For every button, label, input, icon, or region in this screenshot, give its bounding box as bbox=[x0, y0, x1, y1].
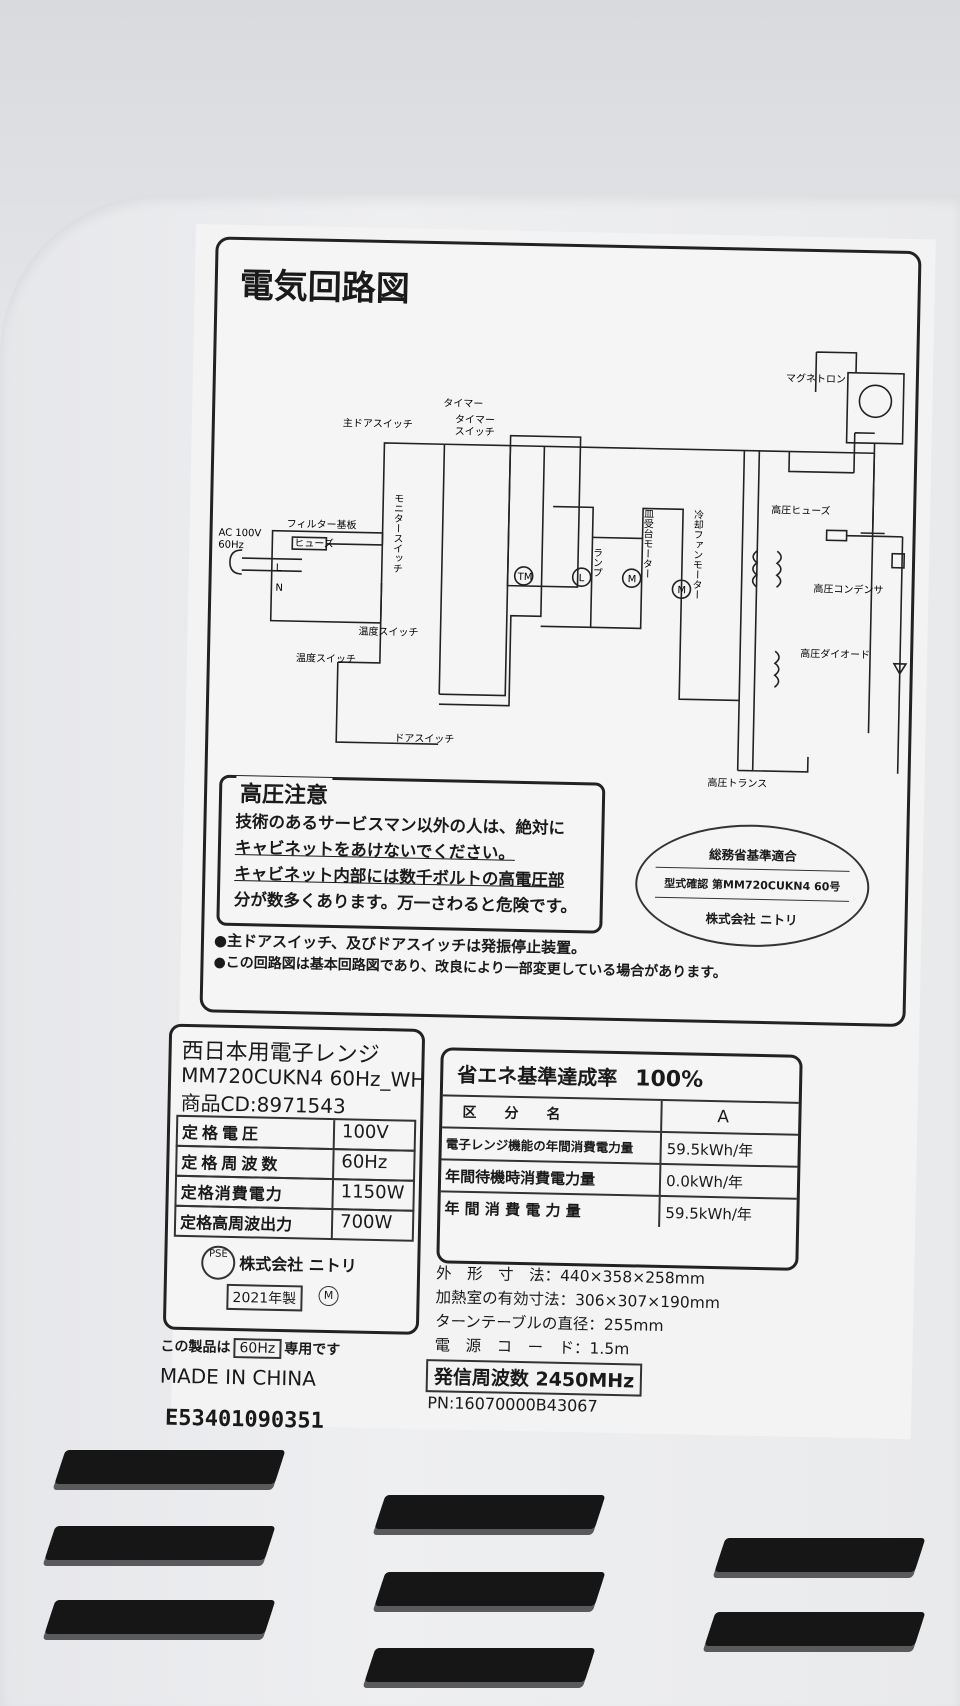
made-in-label: MADE IN CHINA bbox=[159, 1363, 317, 1391]
energy-key: 区 分 名 bbox=[462, 1104, 561, 1123]
stamp-line-1: 総務省基準適合 bbox=[708, 846, 797, 864]
hv-fuse-label: 高圧ヒューズ bbox=[771, 503, 831, 517]
door-switch-label: ドアスイッチ bbox=[394, 732, 454, 745]
vent-slot bbox=[54, 1450, 286, 1484]
energy-key: 年 間 消 費 電 力 量 bbox=[444, 1199, 581, 1221]
motor-symbol-label-2: M bbox=[677, 585, 686, 596]
energy-title: 省エネ基準達成率 100% bbox=[457, 1059, 704, 1093]
vent-slot bbox=[374, 1572, 606, 1606]
warning-title: 高圧注意 bbox=[235, 775, 333, 810]
spec-value: 700W bbox=[339, 1211, 393, 1234]
monitor-switch-label: モニタースイッチ bbox=[390, 493, 404, 573]
lamp-label: ランプ bbox=[590, 547, 602, 577]
warning-line-2: キャビネットをあけないでください。 bbox=[234, 837, 516, 863]
spec-key: 定格周波数 bbox=[181, 1152, 282, 1174]
stamp-line-2: 型式確認 第MM720CUKN4 60号 bbox=[664, 876, 841, 894]
motor-symbol-label-1: M bbox=[628, 574, 637, 585]
filter-label: フィルター基板 bbox=[287, 517, 357, 531]
stamp-line-3: 株式会社 ニトリ bbox=[705, 910, 798, 928]
energy-row-total: 年 間 消 費 電 力 量 59.5kWh/年 bbox=[440, 1190, 797, 1230]
hz-label: 60Hz bbox=[218, 540, 244, 552]
vent-slot bbox=[44, 1526, 276, 1560]
spec-key: 定格電圧 bbox=[181, 1122, 263, 1144]
l-label: L bbox=[276, 563, 282, 574]
main-door-switch-label: 主ドアスイッチ bbox=[343, 417, 413, 430]
fan-motor-label: 冷却ファンモーター bbox=[690, 508, 704, 599]
energy-value: A bbox=[717, 1107, 730, 1128]
manufacture-year: 2021年製 bbox=[226, 1283, 303, 1312]
spec-value: 100V bbox=[341, 1121, 389, 1144]
rating-label: 電気回路図 bbox=[160, 224, 936, 1440]
turntable-motor-label: 皿受台モーター bbox=[640, 508, 653, 578]
tm-label: TM bbox=[517, 572, 533, 583]
oscillation-frequency: 発信周波数 2450MHz bbox=[425, 1359, 643, 1397]
energy-key: 年間待機時消費電力量 bbox=[444, 1167, 596, 1189]
vent-slot bbox=[364, 1648, 596, 1682]
energy-title-text: 省エネ基準達成率 bbox=[456, 1062, 618, 1091]
dimensions: 外 形 寸 法：440×358×258mm 加熱室の有効寸法：306×307×1… bbox=[434, 1261, 720, 1363]
vent-slot bbox=[44, 1600, 276, 1634]
timer-switch-label-2: スイッチ bbox=[455, 425, 495, 438]
energy-efficiency-box: 省エネ基準達成率 100% 区 分 名 A 電子レンジ機能の年間消費電力量 59.… bbox=[436, 1047, 803, 1271]
spec-key: 定格消費電力 bbox=[180, 1182, 283, 1205]
n-label: N bbox=[275, 583, 283, 594]
energy-value: 59.5kWh/年 bbox=[666, 1140, 754, 1160]
fuse-label: ヒューズ bbox=[294, 536, 334, 550]
warning-line-4: 分が数多くあります。万一さわると危険です。 bbox=[233, 889, 578, 917]
hv-diode-label: 高圧ダイオード bbox=[800, 647, 870, 661]
energy-rate: 100% bbox=[634, 1066, 704, 1093]
serial-number: E53401090351 bbox=[164, 1405, 325, 1434]
timer-label: タイマー bbox=[443, 397, 483, 410]
vent-slot bbox=[704, 1612, 926, 1646]
spec-box: 西日本用電子レンジ MM720CUKN4 60Hz_WH 商品CD:897154… bbox=[162, 1023, 426, 1335]
spec-value: 60Hz bbox=[341, 1151, 388, 1174]
spec-row-output: 定格高周波出力 700W bbox=[173, 1204, 415, 1242]
dim-cord: 電 源 コ ー ド：1.5m bbox=[434, 1336, 630, 1359]
temp-switch-label-1: 温度スイッチ bbox=[358, 624, 418, 638]
hz-note-pre: この製品は bbox=[160, 1338, 231, 1356]
hz-note-post: 専用です bbox=[283, 1341, 341, 1359]
pse-mark: PSE bbox=[200, 1245, 236, 1281]
hz-note-value: 60Hz bbox=[233, 1338, 282, 1360]
circuit-diagram-box: 電気回路図 bbox=[199, 236, 922, 1028]
m-mark: M bbox=[318, 1285, 339, 1307]
spec-value: 1150W bbox=[340, 1181, 405, 1204]
energy-key: 電子レンジ機能の年間消費電力量 bbox=[445, 1136, 634, 1156]
energy-value: 0.0kWh/年 bbox=[665, 1172, 744, 1192]
vent-slot bbox=[374, 1495, 606, 1529]
timer-switch-label-1: タイマー bbox=[455, 413, 495, 426]
temp-switch-label-2: 温度スイッチ bbox=[296, 651, 356, 665]
lamp-symbol-label: L bbox=[579, 573, 585, 584]
spec-key: 定格高周波出力 bbox=[179, 1212, 293, 1235]
circuit-diagram: AC 100V 60Hz フィルター基板 ヒューズ L N 主ドアスイッチ タイ… bbox=[218, 351, 908, 790]
hv-capacitor-label: 高圧コンデンサ bbox=[813, 582, 883, 596]
hv-transformer-label: 高圧トランス bbox=[707, 776, 767, 790]
ac-label: AC 100V bbox=[218, 528, 261, 540]
maker-name: 株式会社 ニトリ bbox=[239, 1254, 357, 1276]
part-number: PN:16070000B43067 bbox=[427, 1393, 598, 1416]
high-voltage-warning: 高圧注意 技術のあるサービスマン以外の人は、絶対に キャビネットをあけないでくだ… bbox=[216, 774, 606, 934]
vent-slot bbox=[714, 1538, 926, 1572]
magnetron-label: マグネトロン bbox=[786, 371, 846, 385]
energy-value: 59.5kWh/年 bbox=[665, 1204, 753, 1224]
